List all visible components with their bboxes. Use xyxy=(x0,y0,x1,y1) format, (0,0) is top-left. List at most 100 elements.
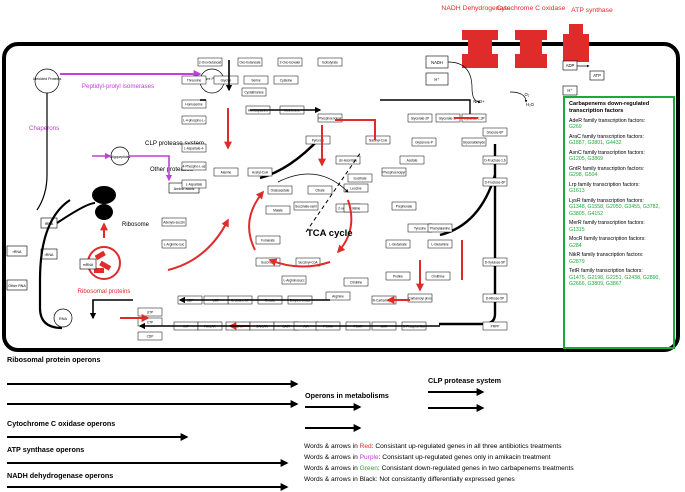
metabolite-label: Homoserine xyxy=(185,102,202,106)
metabolite-label: 2-Oxo-isovaler xyxy=(280,60,302,64)
metabolite-label: Carbamoyl phos xyxy=(408,296,432,300)
metabolite-label: Succinyl-CoA xyxy=(298,260,318,264)
metabolite-node: Pyruvate xyxy=(305,135,331,145)
amino-acids-label: Amino acids xyxy=(174,187,195,191)
metabolite-label: Glucose-6P xyxy=(487,130,504,134)
cytochrome-operons-title: Cytochrome C oxidase operons xyxy=(7,419,116,428)
metabolite-node: Glycine xyxy=(213,75,239,85)
svg-text:mRNA: mRNA xyxy=(83,263,94,267)
metabolite-label: Valine xyxy=(352,206,361,210)
regulated-arrows xyxy=(120,108,478,330)
metabolite-label: L-Arginino-suc xyxy=(164,242,185,246)
svg-text:NADH: NADH xyxy=(431,60,443,65)
carbapenem-panel-title: Carbapenems down-regulated transcription… xyxy=(569,101,650,114)
metabolite-node: Glycerate-2P xyxy=(407,113,433,123)
metabolite-label: D-Ribose-5P xyxy=(486,296,504,300)
metabolite-node: L-Aspartate xyxy=(181,179,207,189)
metabolite-node: Fumarate xyxy=(255,235,281,245)
metabolite-label: Phosphoenolpyr xyxy=(318,116,342,120)
chaperons-label: Chaperons xyxy=(29,125,59,132)
svg-text:ATP: ATP xyxy=(593,73,601,78)
metabolite-node: Carbamoyl phos xyxy=(407,293,433,303)
metabolite-label: Serine xyxy=(251,78,260,82)
metabolite-label: L-Glutamine xyxy=(431,242,449,246)
metabolite-label: Glycerone-P xyxy=(415,140,433,144)
operon-arrows xyxy=(7,380,485,491)
svg-text:rRNA: rRNA xyxy=(13,250,22,254)
metabolite-label: Proline xyxy=(393,274,403,278)
metabolite-label: Adenylo-succin xyxy=(163,220,185,224)
metabolite-node: CTP xyxy=(137,317,163,327)
tca-cycle-label: TCA cycle xyxy=(307,228,353,239)
metabolite-label: Alanine xyxy=(221,170,232,174)
metabolic-backbone xyxy=(259,99,497,326)
svg-text:ADP: ADP xyxy=(566,63,575,68)
unfolded-proteins-label: Unfolded Proteins xyxy=(33,77,62,81)
metabolite-label: Arginine xyxy=(332,294,344,298)
cytochrome-oxidase-complex xyxy=(515,30,547,68)
metabolite-label: D-Fructose-1,6 xyxy=(484,158,505,162)
metabolite-label: Threonine xyxy=(187,78,202,82)
metabolite-node: Arginine xyxy=(325,291,351,301)
metabolite-label: Prephenate xyxy=(396,204,413,208)
metabolite-node: Citrate xyxy=(307,185,333,195)
metabolite-node: Malate xyxy=(265,205,291,215)
metabolite-label: Leucine xyxy=(350,186,361,190)
metabolite-node: Phosphoenolpyr xyxy=(381,167,406,177)
rna-node-label: RNA xyxy=(59,317,67,321)
other-proteases-label: Other proteases xyxy=(150,167,193,173)
tf-family: AraC family transcription factors:G1887,… xyxy=(569,133,644,147)
metabolite-node: D-Fructose-6P xyxy=(482,177,508,187)
metabolite-label: Acetyl-CoA xyxy=(252,170,269,174)
metabolite-node: Succinate-semi xyxy=(293,201,319,211)
ribosome: Ribosome Ribosomal proteins mRNA rRNA tR… xyxy=(6,186,150,330)
metabolite-label: L-Argininosucc xyxy=(283,278,304,282)
metabolite-node: Acetyl-CoA xyxy=(247,167,273,177)
metabolite-label: Succinate-semi xyxy=(295,204,317,208)
tf-family: AdeR family transcription factors:G269 xyxy=(569,117,646,131)
metabolite-node: Glycerone-P xyxy=(411,137,437,147)
metabolite-label: Oxaloacetate xyxy=(271,188,290,192)
legend-red: Words & arrows in Red: Consistant up-reg… xyxy=(304,443,562,450)
metabolite-node: Citrulline xyxy=(343,277,369,287)
metabolite-node: Leucine xyxy=(343,183,369,193)
metabolite-label: CDP xyxy=(147,334,154,338)
metabolite-node: D-Xylulose-5P xyxy=(482,257,508,267)
atp-synthase-complex xyxy=(563,24,589,62)
metabolite-label: Nalonyl-CoA xyxy=(369,138,388,142)
metabolite-label: L-Aspartate xyxy=(186,182,203,186)
metabolite-label: Pyruvate xyxy=(312,138,325,142)
clp-protease-title: CLP protease system xyxy=(145,140,204,147)
metabolite-label: Cysteine xyxy=(280,78,293,82)
metabolite-label: Citrulline xyxy=(350,280,363,284)
metabolite-node: Phosphoenolpyr xyxy=(317,113,342,123)
clp-operons-title: CLP protease system xyxy=(428,376,501,385)
black-arrows xyxy=(89,60,440,330)
metabolite-node: Cystathionine xyxy=(241,87,267,97)
metabolite-node: Isocitrate xyxy=(347,173,373,183)
metabolite-label: CTP xyxy=(147,320,153,324)
tf-family: Lrp family transcription factors:G1613 xyxy=(569,181,640,195)
metabolite-label: 4-Phospho-L-as xyxy=(183,164,206,168)
protein-folding-region: Unfolded Proteins Mature Proteins Peptid… xyxy=(29,68,225,211)
metabolite-node: Proline xyxy=(385,271,411,281)
tf-family: MocR family transcription factors:G284 xyxy=(569,236,646,249)
metabolite-node: 2-Oxo-isovaler xyxy=(277,57,303,67)
legend-purple: Words & arrows in Purple: Consistant up-… xyxy=(304,454,551,461)
ribosomal-proteins-label: Ribosomal proteins xyxy=(78,288,131,295)
metabolite-label: PRPP xyxy=(491,324,500,328)
tf-family: AsnC family transcription factors:G1205,… xyxy=(569,149,645,163)
metabolite-label: Phenylalanine xyxy=(430,226,450,230)
metabolite-node: Cysteine xyxy=(273,75,299,85)
metabolite-label: Isocitrate xyxy=(354,176,367,180)
tf-family: LysR family transcription factors:G1348,… xyxy=(569,197,660,217)
metabolite-node: Valine xyxy=(343,203,369,213)
metabolite-label: cis-Aconitate xyxy=(339,158,357,162)
svg-text:O₂: O₂ xyxy=(525,92,530,97)
svg-text:rRNA: rRNA xyxy=(45,253,54,257)
metabolite-node: 2-Oxo-butanoat xyxy=(197,57,223,67)
metabolite-node: Acetate xyxy=(399,155,425,165)
metabolite-node: UTP xyxy=(137,307,163,317)
metabolite-node: L-Argininosucc xyxy=(281,275,307,285)
